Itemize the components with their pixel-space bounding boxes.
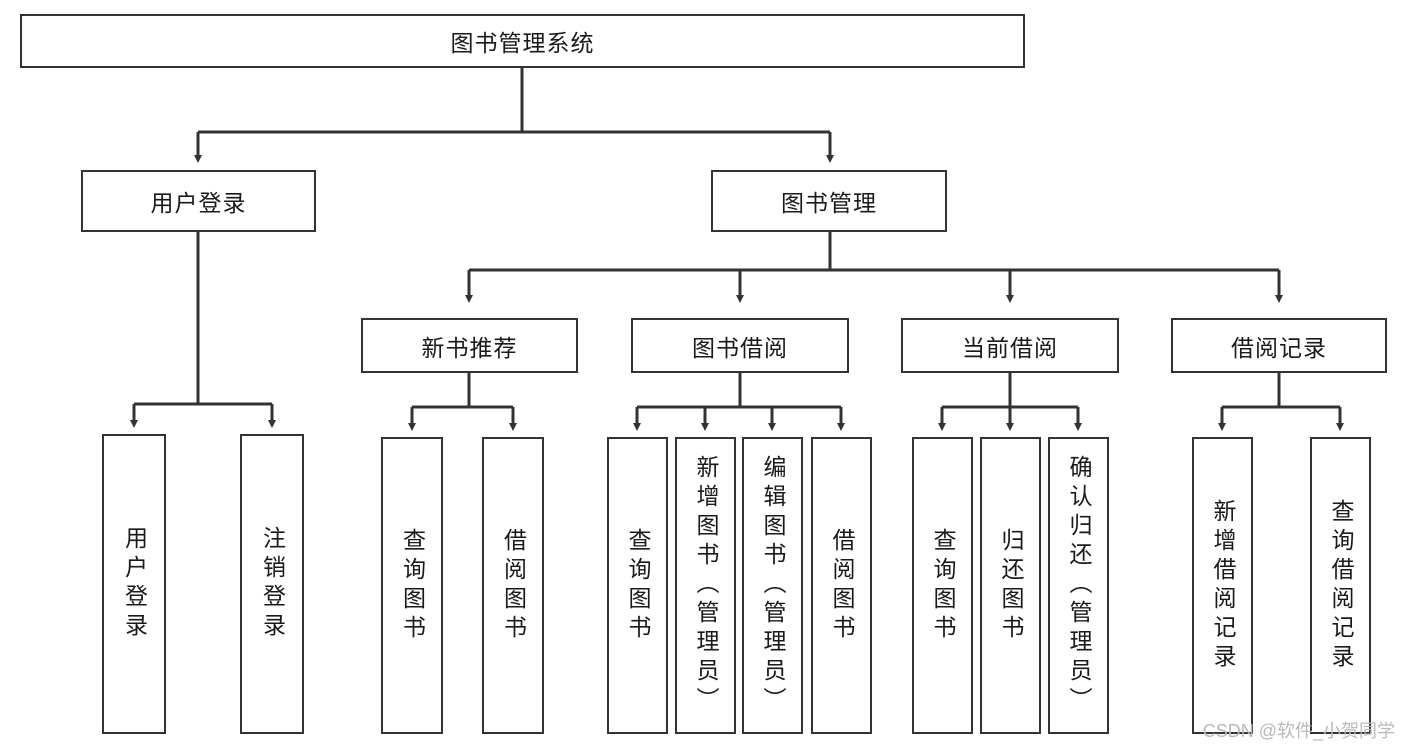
- leaf-user-login-label: 用户登录: [121, 526, 148, 642]
- node-new-book-recommend[interactable]: 新书推荐: [361, 318, 578, 373]
- leaf-confirm-return-admin[interactable]: 确认归还（管理员）: [1048, 437, 1109, 734]
- leaf-query-borrow-record[interactable]: 查询借阅记录: [1310, 437, 1371, 734]
- watermark: CSDN @软件_小贺同学: [1202, 721, 1395, 741]
- node-root[interactable]: 图书管理系统: [20, 14, 1025, 68]
- leaf-add-borrow-record-label: 新增借阅记录: [1210, 498, 1236, 673]
- node-book-management[interactable]: 图书管理: [711, 170, 947, 232]
- leaf-add-book-admin[interactable]: 新增图书（管理员）: [675, 437, 736, 734]
- leaf-borrow-book-new-label: 借阅图书: [500, 527, 527, 644]
- leaf-confirm-return-admin-label: 确认归还（管理员）: [1066, 455, 1092, 716]
- leaf-user-login[interactable]: 用户登录: [102, 434, 166, 734]
- node-book-borrow[interactable]: 图书借阅: [631, 318, 849, 373]
- leaf-logout-label: 注销登录: [259, 526, 286, 642]
- node-new-book-recommend-label: 新书推荐: [421, 334, 518, 361]
- node-current-borrow-label: 当前借阅: [962, 334, 1058, 361]
- leaf-query-book-new[interactable]: 查询图书: [381, 437, 443, 734]
- leaf-add-borrow-record[interactable]: 新增借阅记录: [1192, 437, 1253, 734]
- leaf-logout[interactable]: 注销登录: [240, 434, 304, 734]
- node-borrow-record[interactable]: 借阅记录: [1171, 318, 1387, 373]
- node-user-login-label: 用户登录: [150, 190, 247, 216]
- leaf-query-borrow-record-label: 查询借阅记录: [1328, 498, 1354, 673]
- leaf-query-book-current-label: 查询图书: [930, 527, 956, 644]
- leaf-add-book-admin-label: 新增图书（管理员）: [693, 455, 719, 716]
- leaf-return-book-label: 归还图书: [998, 527, 1024, 644]
- node-current-borrow[interactable]: 当前借阅: [901, 318, 1119, 373]
- leaf-edit-book-admin-label: 编辑图书（管理员）: [760, 455, 786, 716]
- leaf-query-book-borrow[interactable]: 查询图书: [607, 437, 668, 734]
- node-borrow-record-label: 借阅记录: [1231, 334, 1327, 361]
- leaf-borrow-book[interactable]: 借阅图书: [811, 437, 872, 734]
- leaf-return-book[interactable]: 归还图书: [980, 437, 1041, 734]
- leaf-edit-book-admin[interactable]: 编辑图书（管理员）: [742, 437, 803, 734]
- leaf-borrow-book-new[interactable]: 借阅图书: [482, 437, 544, 734]
- leaf-query-book-current[interactable]: 查询图书: [912, 437, 973, 734]
- node-book-management-label: 图书管理: [781, 190, 877, 216]
- node-root-label: 图书管理系统: [450, 30, 595, 56]
- leaf-query-book-borrow-label: 查询图书: [625, 527, 651, 644]
- node-book-borrow-label: 图书借阅: [692, 334, 788, 361]
- leaf-query-book-new-label: 查询图书: [399, 527, 426, 644]
- leaf-borrow-book-label: 借阅图书: [829, 527, 855, 644]
- node-user-login[interactable]: 用户登录: [81, 170, 316, 232]
